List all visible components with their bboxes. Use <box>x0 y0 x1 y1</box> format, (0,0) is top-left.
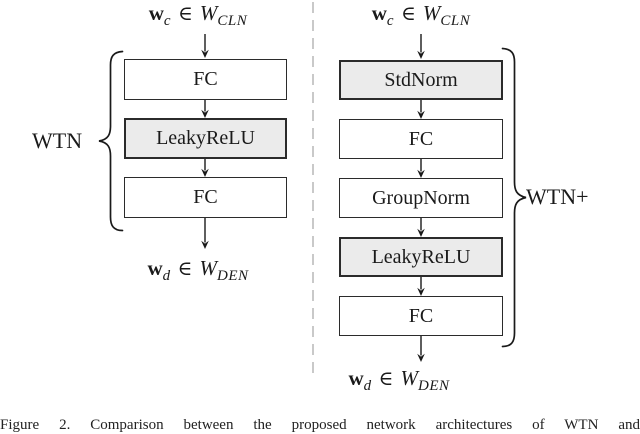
layer-label: FC <box>408 304 434 327</box>
vector-subscript: c <box>386 13 395 29</box>
layer-label: StdNorm <box>384 68 458 91</box>
space-subscript: DEN <box>216 268 249 284</box>
layer-box-stdnorm: StdNorm <box>339 60 503 100</box>
wtn-plus-panel: wc∈WCLN StdNorm FC GroupNorm LeakyReLU F… <box>299 1 589 395</box>
vector-subscript: c <box>163 13 172 29</box>
flow-arrow <box>417 159 425 178</box>
vector-subscript: d <box>363 378 372 394</box>
flow-arrow <box>201 159 209 177</box>
flow-arrow <box>417 277 425 296</box>
left-brace <box>98 50 124 232</box>
vector-symbol: w <box>371 1 387 25</box>
space-subscript: CLN <box>440 13 471 29</box>
layer-box-leakyrelu: LeakyReLU <box>124 118 287 159</box>
output-expression: wd ∈ WDEN <box>299 366 499 395</box>
element-of-symbol: ∈ <box>401 3 416 25</box>
layer-box-groupnorm: GroupNorm <box>339 178 503 218</box>
space-symbol: W <box>422 1 441 25</box>
input-expression: wc ∈ WCLN <box>321 1 521 30</box>
space-symbol: W <box>400 366 418 390</box>
space-subscript: CLN <box>217 13 248 29</box>
flow-arrow <box>417 34 425 59</box>
brace-label-wtn-plus: WTN+ <box>526 184 589 209</box>
output-expression: wd ∈ WDEN <box>98 256 298 285</box>
flow-arrow <box>201 100 209 118</box>
brace-label-wtn: WTN <box>32 128 83 153</box>
input-expression: wc ∈ WCLN <box>98 1 298 30</box>
layer-label: FC <box>193 68 218 90</box>
vector-subscript: d <box>162 268 171 284</box>
flow-arrow <box>201 218 209 249</box>
layer-label: LeakyReLU <box>156 127 255 149</box>
space-subscript: DEN <box>417 378 450 394</box>
layer-label: FC <box>408 127 434 150</box>
flow-arrow <box>417 336 425 362</box>
panel-separator <box>312 2 314 377</box>
vector-symbol: w <box>148 1 164 25</box>
layer-label: LeakyReLU <box>371 245 471 268</box>
layer-box-fc-2: FC <box>339 296 503 336</box>
layer-label: GroupNorm <box>372 186 470 209</box>
flow-arrow <box>417 100 425 119</box>
flow-arrow <box>417 218 425 237</box>
wtn-panel: wc∈WCLN FC LeakyReLU FC wd∈WDEN WTN <box>32 1 298 285</box>
flow-arrow <box>201 34 209 58</box>
element-of-symbol: ∈ <box>378 368 394 390</box>
layer-box-leakyrelu: LeakyReLU <box>339 237 503 277</box>
layer-label: FC <box>193 186 218 208</box>
layer-box-fc-1: FC <box>124 59 287 100</box>
space-symbol: W <box>199 1 218 25</box>
layer-box-fc-1: FC <box>339 119 503 159</box>
figure-caption: Figure 2. Comparison between the propose… <box>0 417 640 433</box>
element-of-symbol: ∈ <box>177 258 193 280</box>
layer-box-fc-2: FC <box>124 177 287 218</box>
vector-symbol: w <box>147 256 163 280</box>
right-brace <box>501 47 527 348</box>
vector-symbol: w <box>348 366 364 390</box>
space-symbol: W <box>199 256 217 280</box>
element-of-symbol: ∈ <box>178 3 193 25</box>
